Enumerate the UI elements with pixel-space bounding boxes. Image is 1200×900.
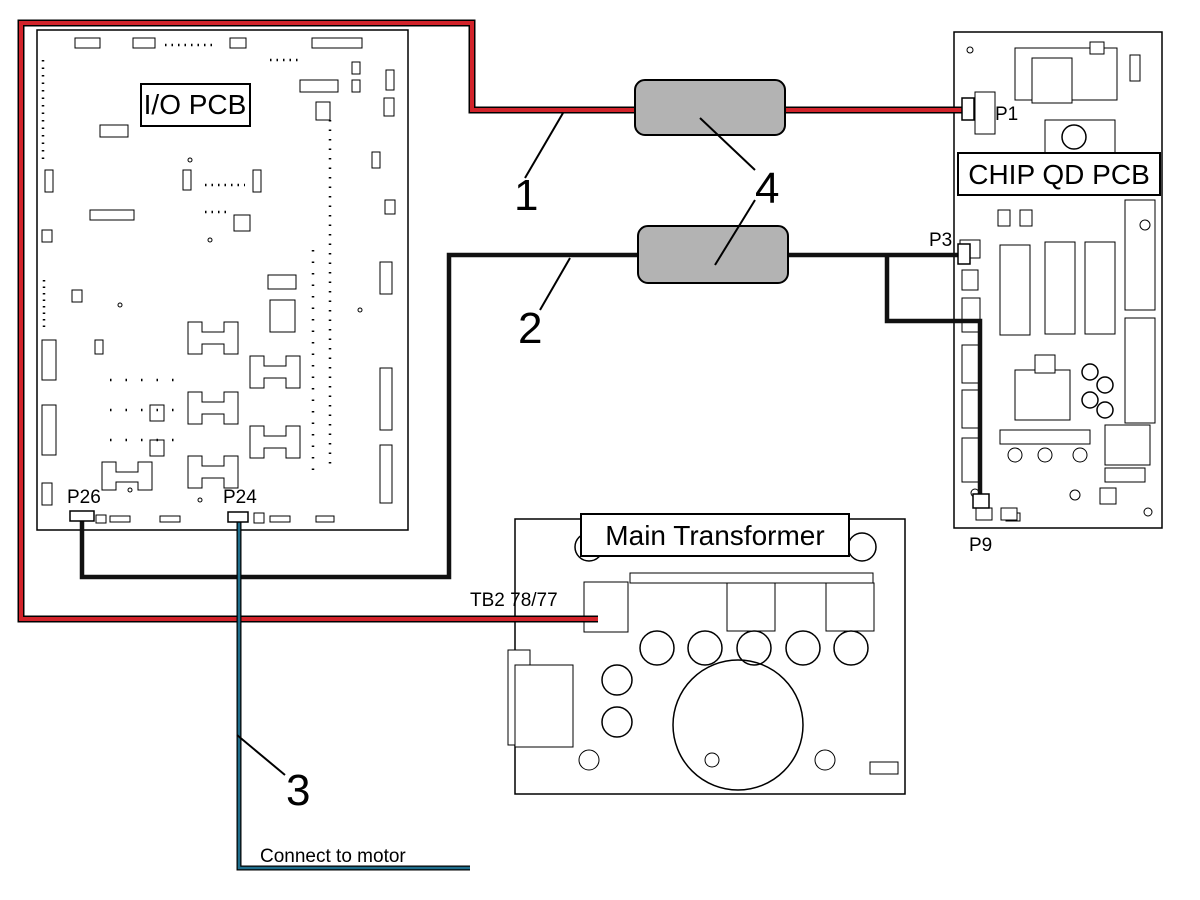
p3-connector <box>957 243 971 265</box>
connector-p24-label: P24 <box>223 487 257 508</box>
motor-connection-note: Connect to motor <box>260 846 406 867</box>
p1-connector <box>961 97 975 121</box>
chip-qd-pcb-label: CHIP QD PCB <box>968 159 1150 190</box>
connector-p26-label: P26 <box>67 487 101 508</box>
connector-p1-label: P1 <box>995 104 1018 125</box>
ferrite-core-top <box>634 79 786 136</box>
connector-p9-label: P9 <box>969 535 992 556</box>
p24-connector <box>227 511 249 523</box>
p26-connector <box>69 510 95 522</box>
black-wire-2 <box>79 252 960 580</box>
ferrite-core-bottom <box>637 225 789 284</box>
connector-p3-label: P3 <box>929 230 952 251</box>
black-wire-2-branch <box>884 255 983 494</box>
blue-wire-3 <box>236 521 470 871</box>
callout-4: 4 <box>755 164 779 213</box>
callout-2: 2 <box>518 304 542 353</box>
main-transformer-label: Main Transformer <box>605 520 824 551</box>
callout-1: 1 <box>514 171 538 220</box>
tb2-terminal-label: TB2 78/77 <box>470 590 558 611</box>
chip-qd-pcb-board: CHIP QD PCB <box>953 31 1163 529</box>
main-transformer-unit: Main Transformer <box>507 513 906 795</box>
p9-connector <box>972 493 990 509</box>
io-pcb-board: I/O PCB <box>36 29 409 531</box>
io-pcb-label: I/O PCB <box>144 89 247 120</box>
callout-3: 3 <box>286 766 310 815</box>
